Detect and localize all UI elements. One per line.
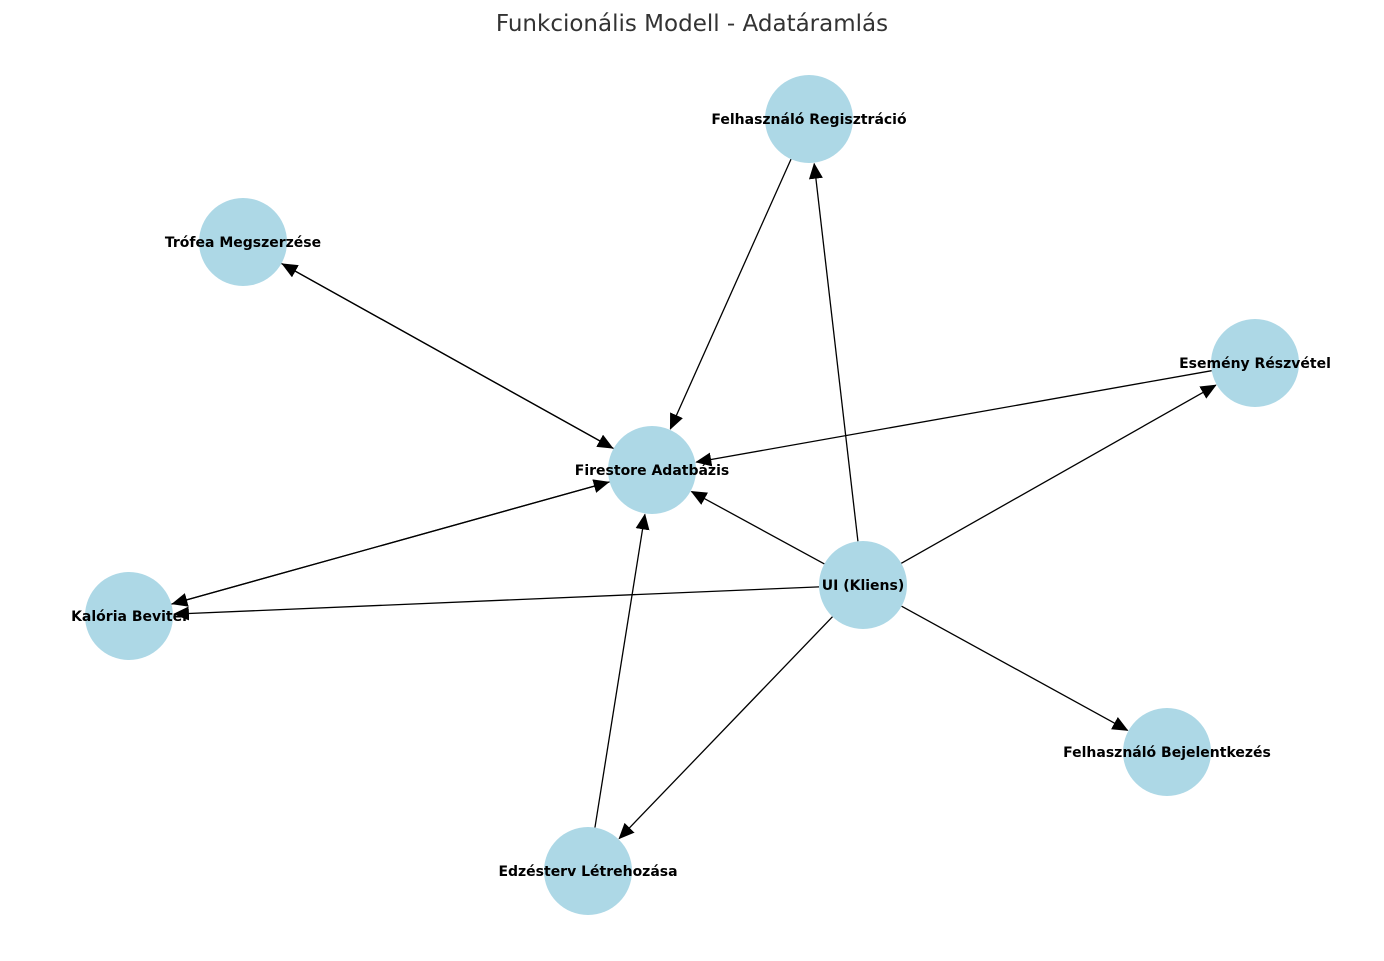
node-label-calorie: Kalória Bevitel [71, 609, 187, 625]
edge-ui-to-firestore [690, 490, 825, 565]
node-login [1123, 708, 1211, 796]
edge-ui-to-login [901, 605, 1129, 731]
edge-event-to-firestore [695, 370, 1212, 467]
labels-layer: UI (Kliens)Firestore AdatbázisFelhasznál… [71, 112, 1331, 880]
node-label-ui: UI (Kliens) [822, 578, 905, 594]
edge-firestore-to-trophy [281, 263, 614, 450]
node-ui [819, 541, 907, 629]
edges-layer [171, 158, 1217, 840]
node-label-workout: Edzésterv Létrehozása [498, 864, 677, 880]
node-calorie [85, 572, 173, 660]
edge-workout-to-firestore [594, 513, 650, 828]
node-label-trophy: Trófea Megszerzése [165, 235, 321, 251]
node-event [1211, 319, 1299, 407]
edge-ui-to-registration [808, 162, 859, 542]
node-label-event: Esemény Részvétel [1179, 356, 1331, 372]
nodes-layer [85, 75, 1299, 915]
edge-firestore-to-calorie [171, 481, 610, 607]
node-firestore [608, 426, 696, 514]
node-label-login: Felhasználó Bejelentkezés [1063, 745, 1271, 761]
node-registration [765, 75, 853, 163]
edge-ui-to-calorie [172, 586, 820, 621]
edge-ui-to-workout [618, 616, 833, 840]
node-label-firestore: Firestore Adatbázis [575, 463, 729, 479]
edge-ui-to-event [900, 384, 1217, 564]
node-workout [544, 827, 632, 915]
node-trophy [199, 198, 287, 286]
diagram-title: Funkcionális Modell - Adatáramlás [496, 11, 888, 37]
edge-registration-to-firestore [669, 158, 792, 430]
node-label-registration: Felhasználó Regisztráció [711, 112, 907, 128]
